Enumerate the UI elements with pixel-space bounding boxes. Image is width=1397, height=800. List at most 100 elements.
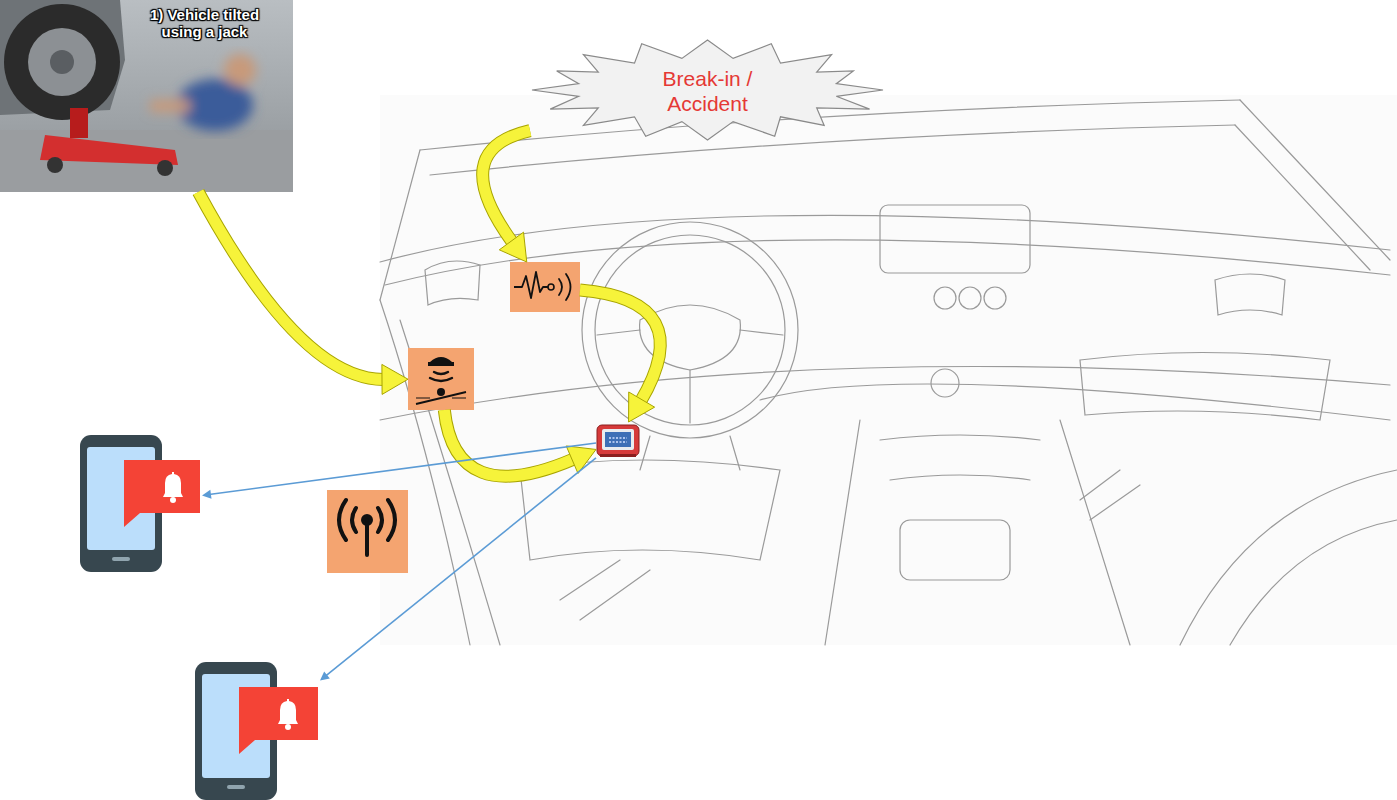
- arrow-head: [320, 671, 330, 680]
- knee-panel: [520, 460, 780, 560]
- alert-bubble: [124, 460, 200, 527]
- antenna-mast: [365, 524, 369, 555]
- tilt-line: [416, 392, 466, 404]
- smartphone-alert-icon: [80, 435, 202, 572]
- car-rim: [28, 28, 96, 96]
- console-panel: [900, 520, 1010, 580]
- alert-bubble: [239, 687, 318, 754]
- photo-box: 1) Vehicle tilted using a jack: [0, 0, 293, 192]
- jack-wheel: [47, 157, 63, 173]
- air-vent: [984, 287, 1006, 309]
- arrow-head: [566, 446, 596, 474]
- control-unit-device: [596, 422, 640, 458]
- antenna-wave: [339, 500, 395, 540]
- steering-spoke: [597, 330, 783, 423]
- level-line: [416, 397, 466, 398]
- waveform: [514, 272, 548, 298]
- tilt-sensor-symbol: [408, 348, 474, 410]
- side-vent: [1215, 274, 1285, 315]
- sensor-dot: [548, 284, 554, 290]
- smartphone-alert-icon: [195, 662, 320, 800]
- car-tire: [4, 4, 120, 120]
- notification-arrow: [320, 458, 596, 681]
- phone-button: [112, 557, 130, 561]
- device-screen: [605, 432, 631, 447]
- antenna-symbol: [339, 500, 395, 555]
- vibration-sensor-box: [510, 262, 580, 312]
- glovebox-line: [1080, 353, 1330, 421]
- signal-arc: [559, 274, 571, 300]
- phone-box: [80, 435, 202, 572]
- arrow-head: [499, 232, 526, 262]
- phone-box: [195, 662, 320, 800]
- curved-flow-arrow: [483, 131, 530, 262]
- curved-flow-arrow: [444, 410, 596, 476]
- pivot-dot: [437, 388, 445, 396]
- icon-background: [327, 490, 408, 573]
- screen-dots: [609, 438, 627, 442]
- notification-arrow: [202, 443, 596, 499]
- air-vent: [959, 287, 981, 309]
- curved-flow-arrow: [580, 290, 660, 422]
- jack-post: [70, 108, 88, 138]
- console-line: [880, 435, 1040, 480]
- person-head: [224, 54, 256, 86]
- windshield-line: [430, 125, 1235, 175]
- pillar-line: [1235, 125, 1370, 270]
- starburst-outline: [532, 40, 883, 140]
- sketch-background: [380, 95, 1397, 645]
- center-screen: [880, 205, 1030, 273]
- bell-symbol: [163, 472, 183, 497]
- text-group: Break-in / Accident: [640, 66, 775, 116]
- arrow-shaft: [198, 192, 384, 379]
- seat-line: [1180, 470, 1397, 645]
- dashboard-line: [760, 384, 1390, 420]
- bell-clapper: [285, 724, 291, 730]
- control-unit-box: [596, 422, 640, 458]
- sketch-lines: [380, 100, 1397, 645]
- blurred-person: [150, 54, 256, 131]
- arrow-shaft: [483, 131, 530, 243]
- arrow-head: [629, 392, 655, 422]
- console-knob: [931, 369, 959, 397]
- bell-clapper: [170, 497, 176, 503]
- event-label: Break-in / Accident: [640, 66, 775, 116]
- device-foot: [600, 454, 636, 457]
- arrow-shaft: [580, 290, 660, 401]
- icon-background: [510, 262, 580, 312]
- bell-symbol: [278, 699, 298, 724]
- text-group: 1) Vehicle tilted using a jack: [137, 6, 272, 40]
- steering-column: [640, 436, 740, 470]
- antenna-icon: [327, 490, 408, 573]
- pillar-line: [1240, 100, 1390, 260]
- side-vent: [425, 261, 480, 305]
- jack-wheel: [157, 160, 173, 176]
- arrow-outline: [483, 131, 530, 243]
- arrow-head: [382, 364, 408, 394]
- arrow-head: [202, 490, 212, 499]
- sketch-hatch: [560, 470, 1140, 620]
- photo-background: [0, 0, 293, 192]
- starburst-callout: Break-in / Accident: [530, 38, 885, 142]
- door-line: [400, 320, 500, 645]
- seat-line: [1230, 520, 1397, 645]
- arrow-outline: [198, 192, 384, 379]
- steering-hub: [640, 305, 741, 370]
- photo-illustration: [0, 0, 293, 192]
- dashboard-line: [380, 215, 1390, 262]
- antenna-wave: [352, 508, 382, 532]
- dashboard-line: [380, 366, 1390, 420]
- photo-ground: [0, 130, 293, 192]
- phone-button: [227, 785, 245, 789]
- arrow-shaft: [209, 443, 596, 495]
- air-vent: [934, 287, 956, 309]
- arrow-outline: [444, 410, 574, 476]
- car-hub: [50, 50, 74, 74]
- arrow-outline: [580, 290, 660, 401]
- steering-wheel: [595, 235, 785, 425]
- steering-wheel: [582, 222, 798, 438]
- sensor-base: [428, 362, 454, 366]
- device-bezel: [602, 429, 634, 450]
- arrow-shaft: [325, 458, 596, 676]
